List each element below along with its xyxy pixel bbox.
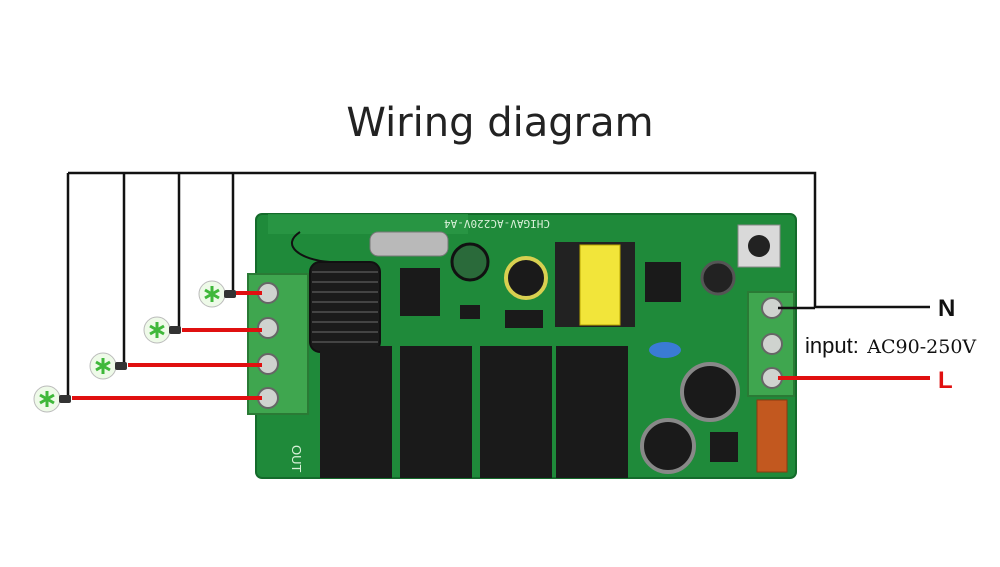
capacitor	[504, 256, 548, 300]
relay-3	[480, 346, 552, 478]
live-output-wires	[72, 291, 262, 400]
ic-chip	[400, 268, 440, 316]
relay-pcb: CHIGAV-AC220V-A4 OUT	[255, 213, 797, 479]
relay-2	[400, 346, 472, 478]
lamps	[33, 280, 236, 413]
output-terminal-block	[247, 273, 309, 415]
capacitor	[700, 260, 736, 296]
lamp-4	[33, 385, 71, 413]
relay-4	[556, 346, 628, 478]
capacitor	[680, 362, 740, 422]
neutral-bus-wires	[66, 171, 930, 398]
lamp-2	[143, 316, 181, 344]
terminal-screw	[761, 333, 783, 355]
input-range: AC90-250V	[866, 336, 976, 358]
neutral-label: N	[938, 295, 955, 322]
lamp-1	[198, 280, 236, 308]
ic-chip	[645, 262, 681, 302]
antenna-coil	[291, 231, 381, 353]
capacitor	[640, 418, 696, 474]
relay-1	[320, 346, 392, 478]
transformer	[555, 242, 635, 327]
diagram-title: Wiring diagram	[346, 100, 654, 146]
pairing-button	[737, 224, 781, 268]
input-voltage-label: input: AC90-250V	[805, 333, 976, 358]
lamp-3	[89, 352, 127, 380]
input-prefix: input:	[805, 333, 859, 358]
live-label: L	[938, 367, 953, 394]
bridge-rectifier	[710, 432, 738, 462]
model-silkscreen: CHIGAV-AC220V-A4	[444, 217, 550, 230]
safety-capacitor	[756, 399, 788, 473]
capacitor	[450, 242, 490, 282]
ceramic-capacitor	[649, 342, 681, 358]
out-silkscreen: OUT	[289, 445, 304, 473]
relays	[320, 346, 628, 478]
neutral-wire	[68, 171, 930, 309]
